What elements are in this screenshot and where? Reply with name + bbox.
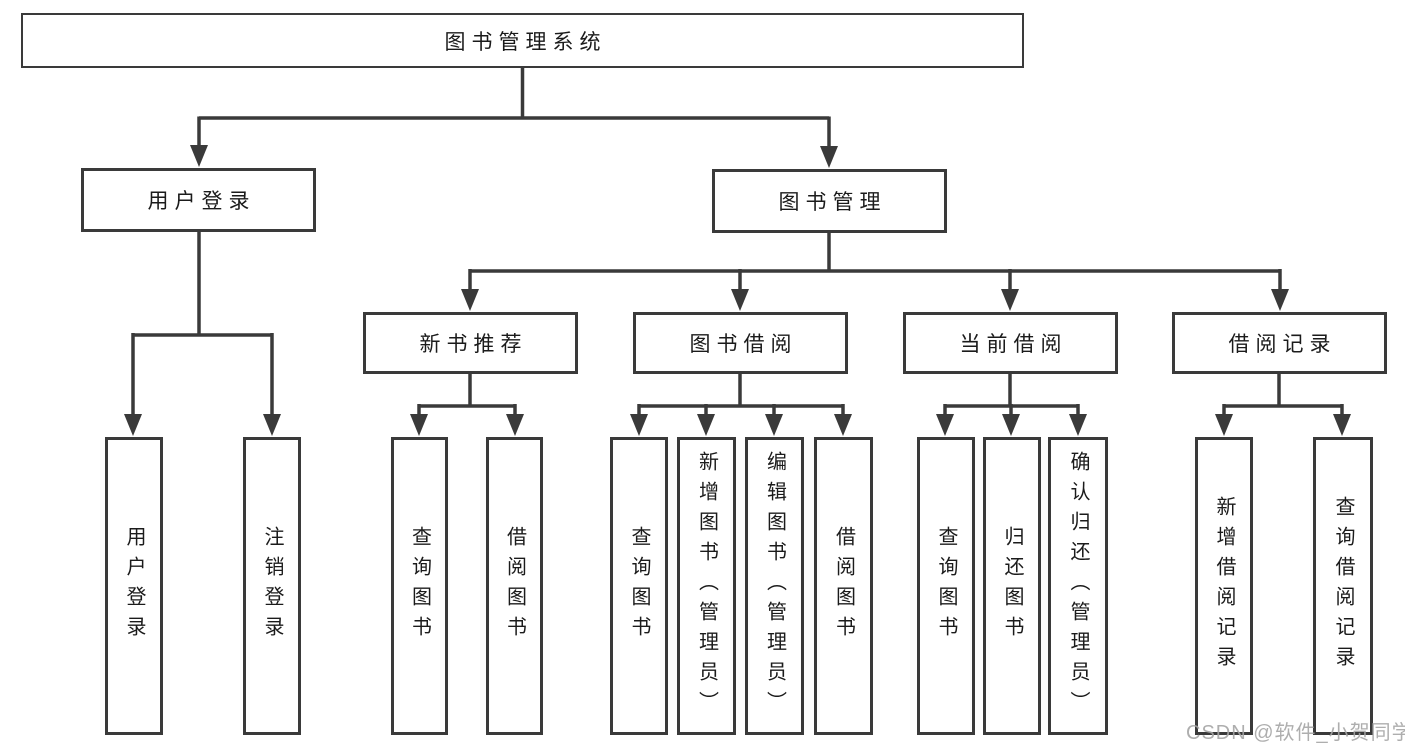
leaf-bb-add-books-admin: 新增图书（管理员） <box>677 437 736 735</box>
node-borrow-records: 借阅记录 <box>1172 312 1387 374</box>
leaf-logout: 注销登录 <box>243 437 301 735</box>
leaf-cb-query-books: 查询图书 <box>917 437 975 735</box>
leaf-br-add-record-label: 新增借阅记录 <box>1213 496 1235 676</box>
node-current-borrow-label: 当前借阅 <box>959 333 1068 356</box>
node-book-borrow: 图书借阅 <box>633 312 848 374</box>
leaf-nb-query-books: 查询图书 <box>391 437 448 735</box>
leaf-bb-add-books-admin-label: 新增图书（管理员） <box>695 451 718 721</box>
leaf-br-add-record: 新增借阅记录 <box>1195 437 1253 735</box>
leaf-bb-query-books: 查询图书 <box>610 437 668 735</box>
node-book-management-label: 图书管理 <box>778 191 887 214</box>
leaf-bb-edit-books-admin-label: 编辑图书（管理员） <box>763 451 786 721</box>
node-current-borrow: 当前借阅 <box>903 312 1118 374</box>
node-book-management: 图书管理 <box>712 169 947 233</box>
node-book-borrow-label: 图书借阅 <box>689 333 798 356</box>
leaf-cb-confirm-return-admin: 确认归还（管理员） <box>1048 437 1108 735</box>
leaf-nb-borrow-books: 借阅图书 <box>486 437 543 735</box>
leaf-bb-query-books-label: 查询图书 <box>628 526 650 646</box>
leaf-br-query-record-label: 查询借阅记录 <box>1332 496 1354 676</box>
watermark-text: CSDN @软件_小贺同学 <box>1186 722 1405 744</box>
node-user-login-label: 用户登录 <box>147 190 256 213</box>
leaf-br-query-record: 查询借阅记录 <box>1313 437 1373 735</box>
leaf-user-login: 用户登录 <box>105 437 163 735</box>
leaf-bb-edit-books-admin: 编辑图书（管理员） <box>745 437 804 735</box>
node-user-login: 用户登录 <box>81 168 316 232</box>
leaf-user-login-label: 用户登录 <box>123 526 145 646</box>
node-root-label: 图书管理系统 <box>444 30 607 54</box>
node-new-book-recommend: 新书推荐 <box>363 312 578 374</box>
leaf-nb-query-books-label: 查询图书 <box>408 526 431 646</box>
leaf-bb-borrow-books: 借阅图书 <box>814 437 873 735</box>
node-new-book-recommend-label: 新书推荐 <box>419 333 528 356</box>
node-borrow-records-label: 借阅记录 <box>1228 333 1337 356</box>
leaf-cb-query-books-label: 查询图书 <box>935 526 957 646</box>
leaf-logout-label: 注销登录 <box>261 526 283 646</box>
leaf-bb-borrow-books-label: 借阅图书 <box>832 526 855 646</box>
leaf-cb-return-books: 归还图书 <box>983 437 1041 735</box>
node-root: 图书管理系统 <box>21 13 1024 68</box>
leaf-cb-return-books-label: 归还图书 <box>1001 526 1023 646</box>
leaf-nb-borrow-books-label: 借阅图书 <box>503 526 526 646</box>
leaf-cb-confirm-return-admin-label: 确认归还（管理员） <box>1067 451 1089 721</box>
